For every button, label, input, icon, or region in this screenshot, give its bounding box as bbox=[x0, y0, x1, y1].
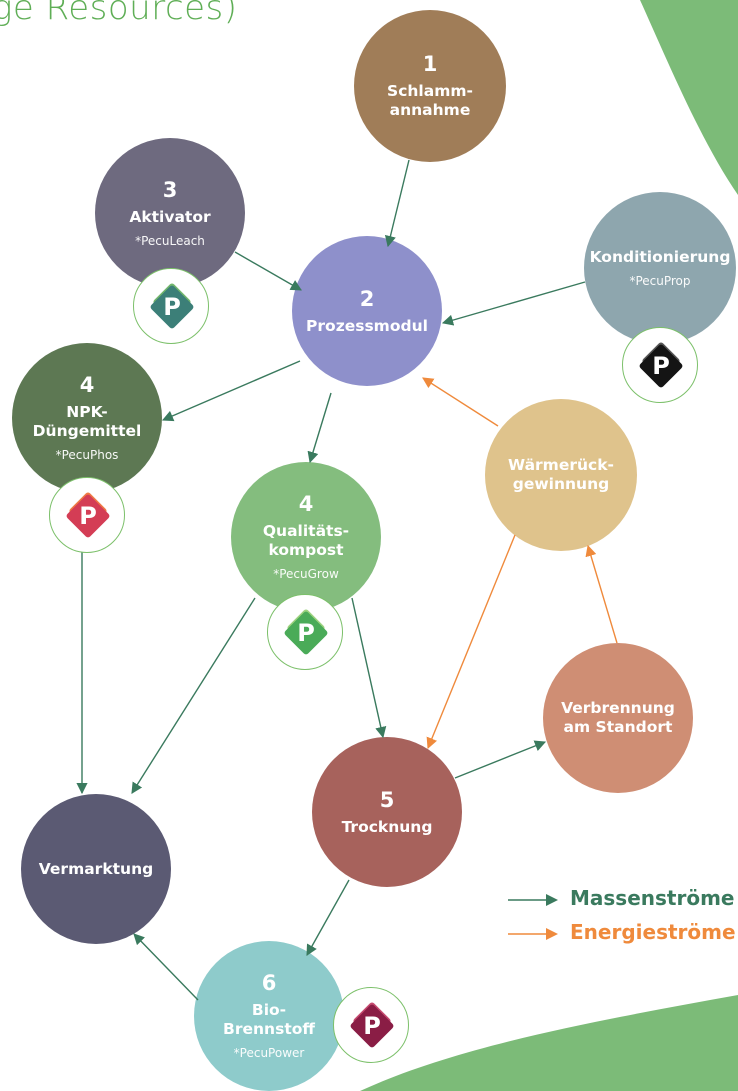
node-number: 5 bbox=[379, 787, 395, 812]
pecuprop-badge: P bbox=[622, 327, 698, 403]
arrow-right-icon bbox=[508, 928, 558, 940]
node-title: Konditionierung bbox=[589, 247, 731, 266]
node-qualitaetskompost: 4 Qualitäts- kompost *PecuGrow bbox=[231, 462, 381, 612]
node-verbrennung: Verbrennung am Standort bbox=[543, 643, 693, 793]
energy-flow-arrow-nv-to-nw bbox=[585, 544, 618, 644]
node-number: 1 bbox=[422, 52, 438, 76]
mass-flow-arrow-n1-to-n2 bbox=[384, 159, 410, 248]
node-konditionierung: Konditionierung *PecuProp bbox=[584, 192, 736, 344]
node-title: Verbrennung am Standort bbox=[561, 699, 675, 736]
badge-letter: P bbox=[297, 619, 315, 647]
node-prozessmodul: 2 Prozessmodul bbox=[292, 236, 442, 386]
node-vermarktung: Vermarktung bbox=[21, 794, 171, 944]
pecuphos-logo-icon: P bbox=[66, 492, 110, 538]
badge-letter: P bbox=[652, 352, 670, 380]
pecuprop-logo-icon: P bbox=[639, 342, 683, 388]
node-title: Wärmerück- gewinnung bbox=[508, 456, 614, 493]
node-number: 3 bbox=[162, 177, 178, 202]
node-title: Prozessmodul bbox=[306, 316, 428, 335]
node-title: NPK- Düngemittel bbox=[32, 403, 142, 440]
badge-letter: P bbox=[163, 293, 181, 321]
mass-flow-arrow-n4b-to-n5 bbox=[351, 597, 387, 739]
node-title: Schlamm- annahme bbox=[387, 82, 473, 119]
energy-flow-arrow-nw-to-n2 bbox=[422, 377, 499, 427]
node-subtitle: *PecuProp bbox=[629, 273, 691, 288]
mass-flow-arrow-n6-to-nm bbox=[133, 933, 199, 1001]
node-number: 4 bbox=[79, 373, 95, 397]
mass-flow-arrow-nk-to-n2 bbox=[441, 281, 586, 326]
mass-flow-arrow-n5-to-n6 bbox=[306, 879, 350, 956]
mass-flow-arrow-n4b-to-nm bbox=[131, 597, 256, 794]
node-subtitle: *PecuPower bbox=[233, 1046, 305, 1060]
header-title: ge Resources) bbox=[0, 0, 238, 28]
arrow-right-icon bbox=[508, 894, 558, 906]
node-title: Qualitäts- kompost bbox=[262, 522, 350, 559]
node-subtitle: *PecuPhos bbox=[55, 448, 119, 462]
badge-letter: P bbox=[363, 1012, 381, 1040]
mass-flow-arrow-n2-to-n4a bbox=[161, 360, 301, 422]
pecuphos-badge: P bbox=[49, 477, 125, 553]
node-title: Bio- Brennstoff bbox=[223, 1001, 315, 1038]
pecupower-badge: P bbox=[333, 987, 409, 1063]
bottom-right-green-swoosh bbox=[360, 995, 738, 1091]
peculeach-logo-icon: P bbox=[150, 283, 194, 329]
mass-flow-arrow-n2-to-n4b bbox=[307, 392, 332, 464]
mass-flow-arrow-n5-to-nv bbox=[454, 740, 547, 779]
legend-mass-label: Massenströme bbox=[570, 886, 735, 910]
node-waermerueckgewinnung: Wärmerück- gewinnung bbox=[485, 399, 637, 551]
node-title: Vermarktung bbox=[38, 859, 154, 878]
pecupower-logo-icon: P bbox=[350, 1002, 394, 1048]
node-aktivator: 3 Aktivator *PecuLeach bbox=[95, 138, 245, 288]
node-number: 2 bbox=[359, 286, 375, 311]
energy-flow-arrow-nw-to-n5 bbox=[426, 534, 516, 750]
top-right-green-swoosh bbox=[640, 0, 738, 195]
node-schlammannahme: 1 Schlamm- annahme bbox=[354, 10, 506, 162]
node-npk-duengemittel: 4 NPK- Düngemittel *PecuPhos bbox=[12, 343, 162, 493]
node-number: 6 bbox=[261, 971, 277, 995]
node-number: 4 bbox=[298, 492, 314, 516]
pecugrow-badge: P bbox=[267, 594, 343, 670]
peculeach-badge: P bbox=[133, 268, 209, 344]
badge-letter: P bbox=[79, 502, 97, 530]
legend-energy-label: Energieströme bbox=[570, 920, 736, 944]
pecugrow-logo-icon: P bbox=[284, 609, 328, 655]
node-bio-brennstoff: 6 Bio- Brennstoff *PecuPower bbox=[194, 941, 344, 1091]
node-title: Aktivator bbox=[129, 207, 211, 226]
node-trocknung: 5 Trocknung bbox=[312, 737, 462, 887]
node-subtitle: *PecuGrow bbox=[273, 567, 339, 581]
node-title: Trocknung bbox=[341, 817, 433, 836]
mass-flow-arrow-n3-to-n2 bbox=[234, 251, 302, 291]
node-subtitle: *PecuLeach bbox=[135, 233, 205, 248]
